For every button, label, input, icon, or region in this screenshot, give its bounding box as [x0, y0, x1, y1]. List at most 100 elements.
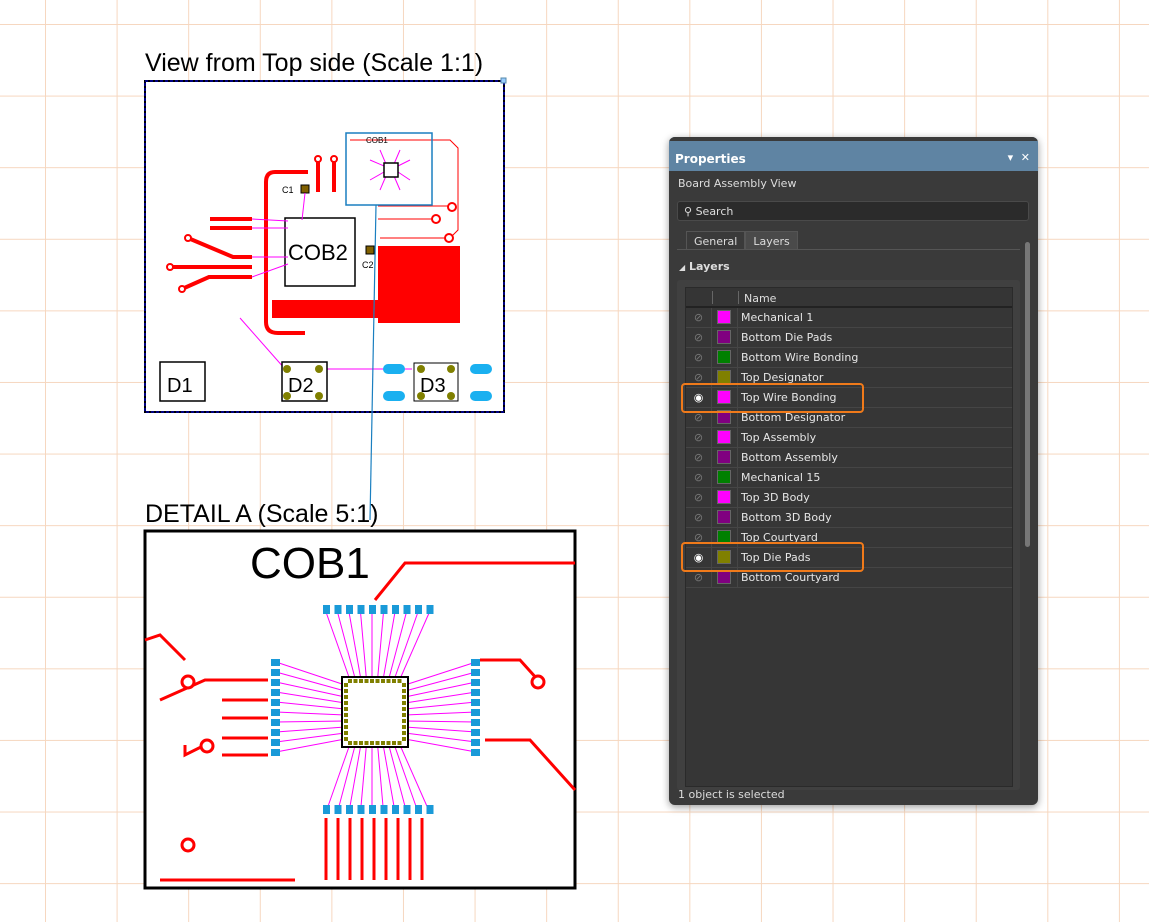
die-pad — [344, 719, 348, 723]
detail-region-cob1[interactable] — [345, 132, 433, 206]
layer-color-swatch[interactable] — [717, 550, 731, 564]
c1-label: C1 — [282, 185, 294, 195]
layers-table[interactable]: Name ⊘Mechanical 1⊘Bottom Die Pads⊘Botto… — [685, 287, 1013, 787]
eye-hidden-icon[interactable]: ⊘ — [686, 408, 712, 427]
layer-row[interactable]: ⊘Mechanical 15 — [686, 468, 1012, 488]
bond-pad — [323, 605, 330, 614]
layer-row[interactable]: ⊘ Mechanical 1 — [686, 308, 1012, 328]
eye-hidden-icon[interactable]: ⊘ — [686, 468, 712, 487]
eye-hidden-icon[interactable]: ⊘ — [686, 328, 712, 347]
die-pad — [344, 701, 348, 705]
bond-pad — [271, 719, 280, 726]
panel-header[interactable]: Properties ▾ ✕ — [669, 137, 1038, 171]
collapse-icon: ◢ — [679, 263, 686, 272]
eye-hidden-icon[interactable]: ⊘ — [686, 368, 712, 387]
bond-pad — [471, 709, 480, 716]
eye-hidden-icon[interactable]: ⊘ — [686, 488, 712, 507]
eye-hidden-icon[interactable]: ⊘ — [686, 348, 712, 367]
panel-title: Properties — [675, 152, 746, 166]
bond-pad — [271, 739, 280, 746]
section-label: Layers — [689, 260, 730, 273]
bond-pad — [471, 659, 480, 666]
layer-color-swatch[interactable] — [717, 450, 731, 464]
bond-pad — [471, 729, 480, 736]
layer-row[interactable]: ⊘ Top 3D Body — [686, 488, 1012, 508]
layer-row[interactable]: ◉ Top Wire Bonding — [686, 388, 1012, 408]
layer-color-swatch[interactable] — [717, 490, 731, 504]
bond-pad — [369, 605, 376, 614]
cob2-component[interactable] — [284, 217, 356, 287]
eye-hidden-icon[interactable]: ⊘ — [686, 568, 712, 587]
die-cob1[interactable] — [341, 676, 409, 748]
bond-pad — [471, 739, 480, 746]
layer-name: Top Wire Bonding — [741, 391, 837, 404]
layer-name: Bottom Assembly — [741, 451, 838, 464]
layer-name: Bottom Courtyard — [741, 571, 840, 584]
search-placeholder: Search — [695, 205, 734, 218]
eye-hidden-icon[interactable]: ⊘ — [686, 448, 712, 467]
highlight-top-wire-bonding — [681, 383, 864, 413]
layer-color-swatch[interactable] — [717, 570, 731, 584]
bond-pad — [471, 749, 480, 756]
panel-menu-icon[interactable]: ▾ — [1007, 151, 1014, 164]
layer-color-swatch[interactable] — [717, 430, 731, 444]
detail-view[interactable]: COB1 — [143, 529, 577, 890]
eye-icon[interactable]: ◉ — [686, 388, 712, 407]
layer-color-swatch[interactable] — [717, 350, 731, 364]
layer-name: Top 3D Body — [741, 491, 810, 504]
bond-pad — [271, 709, 280, 716]
layer-name: Mechanical 1 — [741, 311, 814, 324]
die-pad — [402, 707, 406, 711]
bond-wires — [275, 611, 477, 813]
layers-section-header[interactable]: ◢ Layers — [679, 260, 730, 273]
layer-color-swatch[interactable] — [717, 510, 731, 524]
scrollbar[interactable] — [1025, 232, 1031, 782]
layer-row[interactable]: ⊘Top Designator — [686, 368, 1012, 388]
layer-color-swatch[interactable] — [717, 410, 731, 424]
layer-row[interactable]: ⊘Bottom Designator — [686, 408, 1012, 428]
eye-hidden-icon[interactable]: ⊘ — [686, 508, 712, 527]
top-view[interactable]: C1 C2 COB2 COB1 D1 D2 D3 — [144, 77, 507, 521]
die-pad — [344, 707, 348, 711]
die-pad — [402, 719, 406, 723]
eye-hidden-icon[interactable]: ⊘ — [686, 428, 712, 447]
layer-row[interactable]: ⊘Bottom Die Pads — [686, 328, 1012, 348]
column-header-name[interactable]: Name — [744, 292, 777, 305]
layer-row[interactable]: ⊘ Bottom Assembly — [686, 448, 1012, 468]
eye-icon[interactable]: ◉ — [686, 548, 712, 567]
die-pad — [381, 741, 385, 745]
properties-panel[interactable]: Properties ▾ ✕ Board Assembly View ⚲ Sea… — [669, 137, 1038, 805]
search-input[interactable]: ⚲ Search — [677, 201, 1029, 221]
bond-pad — [403, 605, 411, 614]
bond-pad — [357, 605, 365, 614]
bond-pad — [471, 719, 480, 726]
layer-color-swatch[interactable] — [717, 390, 731, 404]
layer-color-swatch[interactable] — [717, 330, 731, 344]
c2-label: C2 — [362, 260, 374, 270]
layer-color-swatch[interactable] — [717, 370, 731, 384]
eye-hidden-icon[interactable]: ⊘ — [686, 308, 712, 327]
close-icon[interactable]: ✕ — [1020, 151, 1030, 164]
tab-layers[interactable]: Layers — [745, 231, 798, 250]
tab-general[interactable]: General — [686, 231, 746, 250]
eye-hidden-icon[interactable]: ⊘ — [686, 528, 712, 547]
die-pad — [353, 679, 358, 683]
layer-row[interactable]: ⊘ Bottom Wire Bonding — [686, 348, 1012, 368]
die-pad — [392, 741, 396, 745]
layer-row[interactable]: ⊘Top Assembly — [686, 428, 1012, 448]
layer-color-swatch[interactable] — [717, 310, 731, 324]
die-pad — [370, 741, 374, 745]
bond-pad — [392, 805, 399, 814]
die-pad — [353, 741, 358, 745]
die-pad — [402, 725, 406, 729]
layer-row[interactable]: ⊘Bottom 3D Body — [686, 508, 1012, 528]
detail-leader-line — [369, 204, 377, 521]
layer-row[interactable]: ◉Top Die Pads — [686, 548, 1012, 568]
layer-row[interactable]: ⊘Top Courtyard — [686, 528, 1012, 548]
layer-color-swatch[interactable] — [717, 470, 731, 484]
bond-pad — [357, 805, 365, 814]
bond-pad — [471, 689, 480, 696]
bond-pad — [392, 605, 399, 614]
layer-name: Bottom Wire Bonding — [741, 351, 859, 364]
